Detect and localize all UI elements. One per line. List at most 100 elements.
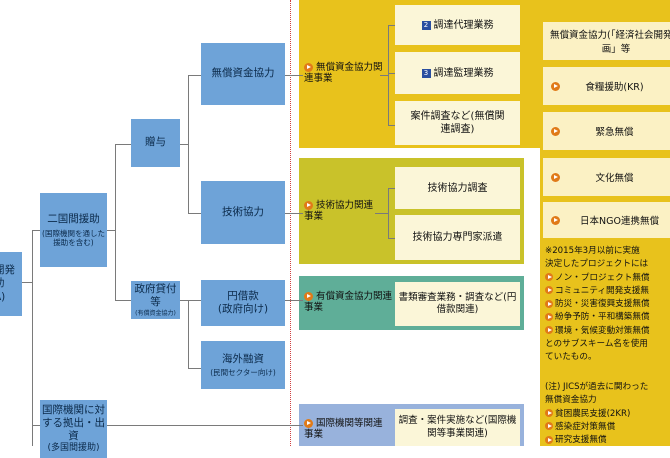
grant-survey-label: 案件調査など(無償関連調査) — [410, 111, 505, 135]
connector — [388, 73, 395, 74]
grant-label: 贈与 — [145, 136, 166, 149]
intl-survey-box: 調査・案件実施など(国際機関等事業関連) — [395, 409, 520, 446]
play-bullet-icon — [545, 422, 553, 431]
loan-document-review-label: 書類審査業務・調査など(円借款関連) — [398, 291, 517, 315]
play-bullet-icon — [545, 435, 553, 444]
bilateral-aid-title: 二国間援助 — [47, 212, 100, 225]
oda-root-line: 助 — [0, 277, 15, 290]
grant-related-category: 無償資金協力関連事業 — [304, 62, 388, 85]
note-bullet: 環境・気候変動対策無償 — [545, 325, 650, 338]
note-bullet: 感染症対策無償 — [545, 421, 648, 434]
note-bullet: コミュニティ開発支援無 — [545, 285, 650, 298]
tech-expert-box: 技術協力専門家派遣 — [395, 215, 520, 260]
note-bullet: 防災・災害復興支援無償 — [545, 298, 650, 311]
multilateral-sub: (多国間援助) — [47, 443, 100, 454]
note-bullet-text: 紛争予防・平和構築無償 — [555, 312, 650, 323]
play-bullet-icon — [545, 409, 553, 418]
note-bullet: 紛争予防・平和構築無償 — [545, 311, 650, 324]
food-aid-label: 食糧援助(KR) — [585, 82, 644, 93]
grant-aid-scheme-label: 無償資金協力(「経済社会開発計画」等 — [550, 30, 670, 55]
play-bullet-icon — [545, 273, 553, 282]
connector — [380, 75, 388, 76]
connector — [32, 230, 40, 231]
play-bullet-icon — [545, 326, 553, 335]
play-bullet-icon — [545, 312, 553, 321]
ngo-grant-label: 日本NGO連携無償 — [580, 216, 659, 227]
note-bullet: ノン・プロジェクト無償 — [545, 272, 650, 285]
emergency-grant-label: 緊急無償 — [595, 127, 634, 138]
note-bullet-text: 防災・災害復興支援無償 — [555, 299, 650, 310]
connector — [285, 75, 303, 76]
cultural-grant-label: 文化無償 — [595, 173, 634, 184]
cultural-grant-box: 文化無償 — [543, 158, 670, 196]
connector — [115, 144, 131, 145]
multilateral-title: 国際機関に対する拠出・出資 — [42, 404, 105, 443]
connector — [188, 300, 201, 301]
note-bullet-text: ノン・プロジェクト無償 — [555, 272, 650, 283]
connector — [388, 125, 395, 126]
connector — [32, 230, 33, 446]
play-bullet-icon — [551, 172, 560, 182]
play-bullet-icon — [545, 286, 553, 295]
food-aid-box: 食糧援助(KR) — [543, 67, 670, 105]
connector — [388, 188, 395, 189]
grant-related-label: 無償資金協力関連事業 — [304, 62, 383, 85]
bilateral-aid-box: 二国間援助 (国際機関を通した援助を含む) — [40, 193, 107, 267]
intl-related-category: 国際機関等関連事業 — [304, 418, 386, 441]
connector — [285, 300, 303, 301]
multilateral-box: 国際機関に対する拠出・出資 (多国間援助) — [40, 400, 107, 458]
note-line: (注) JICSが過去に関わった — [545, 382, 649, 392]
grant-box: 贈与 — [131, 119, 180, 167]
note-line: とのサブスキーム名を使用 — [545, 339, 648, 350]
connector — [32, 425, 40, 426]
connector — [107, 425, 303, 426]
play-bullet-icon — [545, 299, 553, 308]
tech-expert-label: 技術協力専門家派遣 — [412, 232, 503, 243]
note-bullet-text: コミュニティ開発支援無 — [555, 285, 650, 296]
grant-survey-box: 案件調査など(無償関連調査) — [395, 101, 520, 145]
oda-root-line: 開発 — [0, 264, 15, 277]
note-line: ※2015年3月以前に実施 — [545, 246, 640, 256]
jics-note: (注) JICSが過去に関わった 無償資金協力 貧困農民支援(2KR) 感染症対… — [545, 381, 648, 447]
play-bullet-icon — [551, 81, 560, 91]
loan-document-review-box: 書類審査業務・調査など(円借款関連) — [395, 282, 520, 326]
connector — [188, 300, 189, 368]
overseas-loan-sub: (民間セクター向け) — [210, 368, 276, 378]
scheme-note: ※2015年3月以前に実施 決定したプロジェクトには ノン・プロジェクト無償 コ… — [545, 245, 650, 365]
tech-coop-label: 技術協力 — [222, 205, 264, 218]
loan-title: 政府貸付等 — [134, 283, 177, 309]
connector — [180, 300, 188, 301]
connector — [115, 300, 131, 301]
overseas-loan-box: 海外融資 (民間セクター向け) — [201, 341, 285, 389]
note-bullet-text: 感染症対策無償 — [555, 421, 616, 432]
number-badge-icon: 3 — [421, 68, 431, 78]
note-bullet: 研究支援無償 — [545, 434, 648, 447]
grant-aid-label: 無償資金協力 — [211, 67, 275, 80]
connector — [375, 213, 388, 214]
oda-root-box: 開発 助 A) — [0, 252, 22, 316]
tech-coop-box: 技術協力 — [201, 181, 285, 244]
note-line: 決定したプロジェクトには — [545, 259, 649, 270]
connector — [188, 213, 201, 214]
yen-loan-box: 円借款 (政府向け) — [201, 280, 285, 326]
play-bullet-icon — [304, 419, 313, 428]
note-bullet: 貧困農民支援(2KR) — [545, 408, 648, 421]
play-bullet-icon — [551, 126, 560, 136]
bilateral-aid-sub: (国際機関を通した援助を含む) — [42, 229, 105, 248]
connector — [388, 25, 389, 125]
procurement-agent-label: 調達代理業務 — [433, 19, 494, 31]
grant-aid-box: 無償資金協力 — [201, 43, 285, 105]
loan-related-label: 有償資金協力関連事業 — [304, 291, 393, 314]
connector — [388, 238, 395, 239]
tech-related-category: 技術協力関連事業 — [304, 200, 376, 223]
note-bullet-text: 貧困農民支援(2KR) — [555, 408, 631, 419]
loan-related-category: 有償資金協力関連事業 — [304, 291, 394, 314]
play-bullet-icon — [551, 215, 560, 225]
loan-sub: (有償資金協力) — [135, 309, 176, 317]
grant-aid-scheme-box: 無償資金協力(「経済社会開発計画」等 — [543, 22, 670, 60]
connector — [188, 75, 189, 213]
intl-related-label: 国際機関等関連事業 — [304, 418, 383, 441]
tech-survey-box: 技術協力調査 — [395, 167, 520, 209]
ngo-grant-box: 日本NGO連携無償 — [543, 202, 670, 238]
